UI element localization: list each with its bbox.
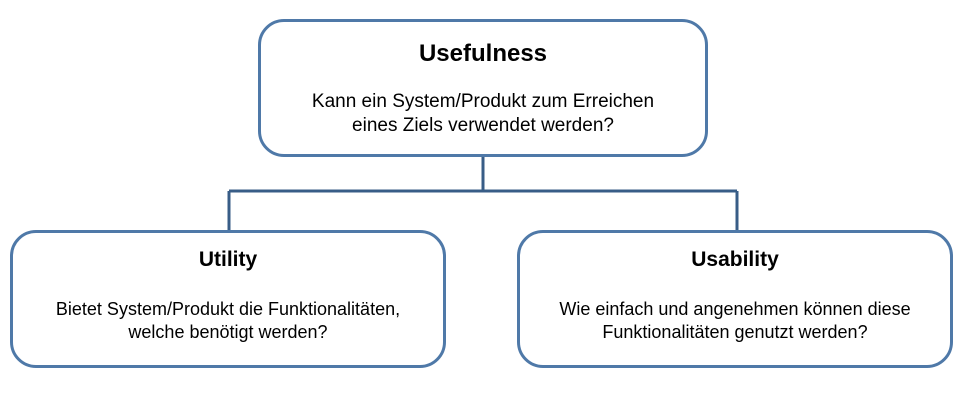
utility-description: Bietet System/Produkt die Funktionalität… [55,299,401,342]
usability-box: Usability Wie einfach und angenehmen kön… [517,230,953,368]
utility-box: Utility Bietet System/Produkt die Funkti… [10,230,446,368]
usefulness-description: Kann ein System/Produkt zum Erreichen ei… [311,91,655,136]
usefulness-box: Usefulness Kann ein System/Produkt zum E… [258,19,708,157]
usefulness-title: Usefulness [418,40,548,67]
utility-title: Utility [198,248,258,271]
usability-title: Usability [691,248,779,271]
usability-description: Wie einfach und angenehmen können diese … [559,299,911,342]
